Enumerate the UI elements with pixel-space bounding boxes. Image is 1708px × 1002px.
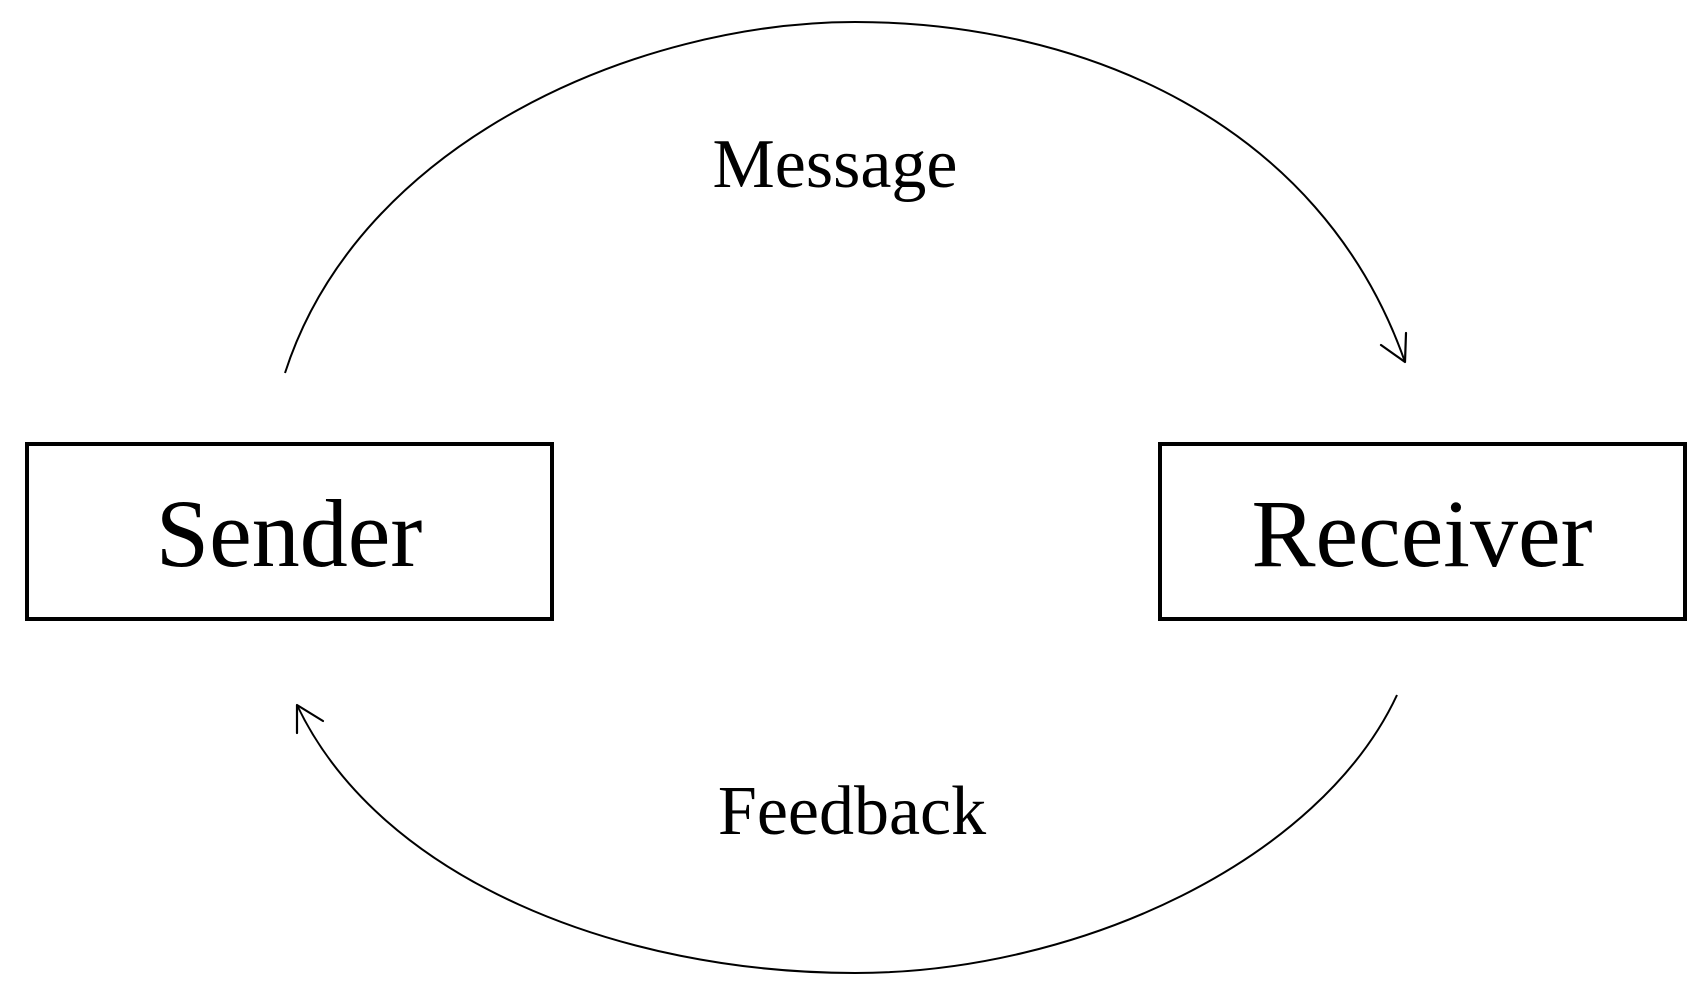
receiver-label: Receiver xyxy=(1251,480,1592,587)
message-arc xyxy=(284,20,1406,374)
message-edge: Message xyxy=(284,20,1408,374)
receiver-node: Receiver xyxy=(1158,442,1687,621)
feedback-label: Feedback xyxy=(718,773,986,850)
feedback-edge: Feedback xyxy=(295,694,1398,975)
sender-box xyxy=(25,442,554,621)
receiver-box xyxy=(1158,442,1687,621)
message-arrowhead xyxy=(1379,331,1408,364)
sender-node: Sender xyxy=(25,442,554,621)
feedback-arrowhead xyxy=(295,703,325,735)
feedback-arc xyxy=(296,694,1398,975)
message-label: Message xyxy=(713,126,958,203)
sender-label: Sender xyxy=(156,480,423,587)
